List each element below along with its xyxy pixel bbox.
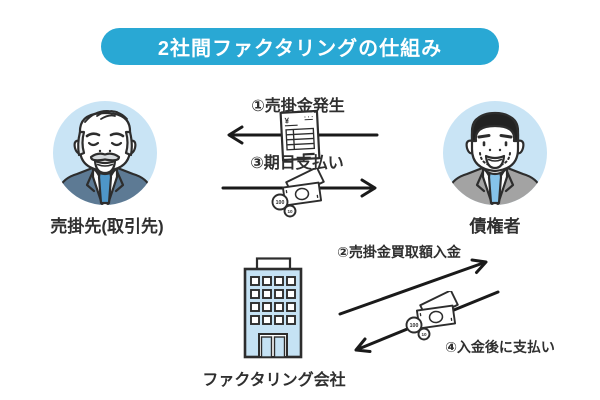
svg-text:100: 100 — [276, 200, 285, 206]
building-door — [258, 333, 288, 358]
seller-label: 売掛先(取引先) — [50, 217, 164, 236]
coin-10 — [417, 327, 431, 341]
creditor-label: 債権者 — [469, 217, 521, 236]
factoring-company-label: ファクタリング会社 — [202, 372, 346, 389]
building-icon — [243, 257, 303, 359]
seller-mustache — [89, 152, 121, 162]
flow-label-due-payment: ③期日支払い — [250, 155, 344, 172]
invoice-yen-mark: ¥ — [284, 116, 289, 125]
building-windows — [250, 276, 296, 325]
seller-hair-right — [124, 130, 133, 157]
invoice-table-grid — [285, 127, 316, 151]
seller-mouth — [93, 159, 117, 175]
page-title: 2社間ファクタリングの仕組み — [157, 38, 443, 60]
seller-avatar — [53, 101, 157, 205]
coin-10 — [283, 204, 297, 218]
seller-hair-left — [77, 130, 86, 157]
banknote-front — [415, 304, 457, 330]
arrow-purchase-deposit-upright — [338, 258, 488, 316]
title-banner: 2社間ファクタリングの仕組み — [101, 28, 499, 65]
creditor-beard — [479, 152, 511, 167]
seller-eyebrows — [85, 132, 125, 138]
invoice-icon: ¥ — [279, 109, 321, 162]
flow-label-receivable: ①売掛金発生 — [251, 98, 345, 115]
svg-text:100: 100 — [410, 323, 419, 329]
flow-label-purchase-deposit: ②売掛金買取額入金 — [337, 244, 461, 260]
seller-hair-strands — [84, 110, 128, 123]
creditor-hair — [470, 111, 520, 143]
seller-eyes — [87, 141, 123, 147]
creditor-eyes — [482, 141, 508, 147]
creditor-mouth — [484, 154, 506, 170]
money-icon: 100 10 — [405, 291, 459, 341]
coin-100 — [271, 193, 289, 211]
flow-label-after-payment: ④入金後に支払い — [445, 339, 555, 355]
banknote-front — [281, 181, 323, 207]
creditor-avatar — [443, 101, 547, 205]
svg-text:10: 10 — [421, 332, 427, 337]
money-icon: 100 10 — [271, 168, 325, 218]
coin-100 — [405, 316, 423, 334]
creditor-eyebrows — [477, 134, 513, 139]
svg-text:10: 10 — [287, 209, 293, 214]
